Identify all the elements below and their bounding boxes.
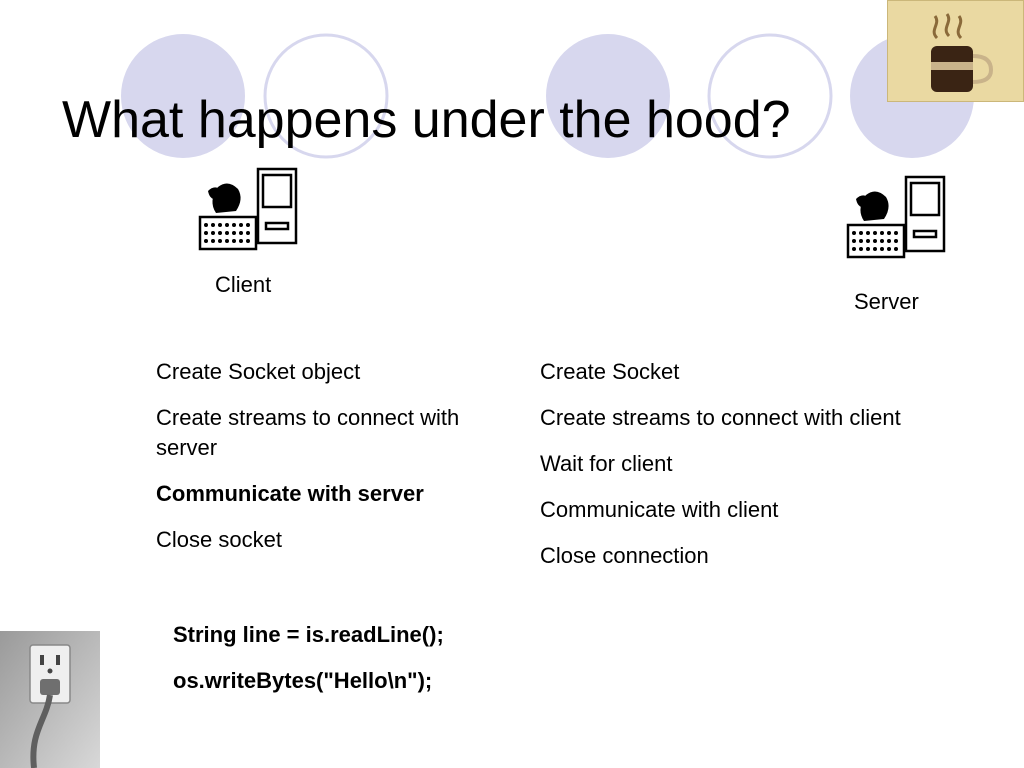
server-step: Communicate with client [540, 497, 779, 522]
client-label: Client [215, 272, 272, 297]
server-steps-list: Create Socket Create streams to connect … [540, 357, 980, 587]
client-step: Communicate with server [156, 481, 424, 506]
client-step: Create streams to connect with server [156, 405, 460, 460]
server-step: Create Socket [540, 359, 680, 384]
server-step: Create streams to connect with client [540, 405, 901, 430]
decor-circle-2 [263, 33, 389, 159]
server-step: Wait for client [540, 451, 673, 476]
coffee-cup-image [887, 0, 1024, 102]
client-computer-icon [196, 165, 300, 253]
code-line: os.writeBytes("Hello\n"); [173, 668, 433, 693]
slide-title: What happens under the hood? [62, 91, 791, 149]
power-outlet-image [0, 631, 100, 768]
code-line: String line = is.readLine(); [173, 622, 444, 647]
code-snippet: String line = is.readLine(); os.writeByt… [173, 620, 444, 712]
decor-circle-3 [546, 34, 670, 158]
client-steps-list: Create Socket object Create streams to c… [156, 357, 486, 571]
client-step: Close socket [156, 527, 282, 552]
decor-circle-1 [121, 34, 245, 158]
decor-circle-4 [707, 33, 833, 159]
server-label: Server [854, 289, 919, 314]
server-computer-icon [844, 173, 948, 261]
server-step: Close connection [540, 543, 709, 568]
client-step: Create Socket object [156, 359, 361, 384]
